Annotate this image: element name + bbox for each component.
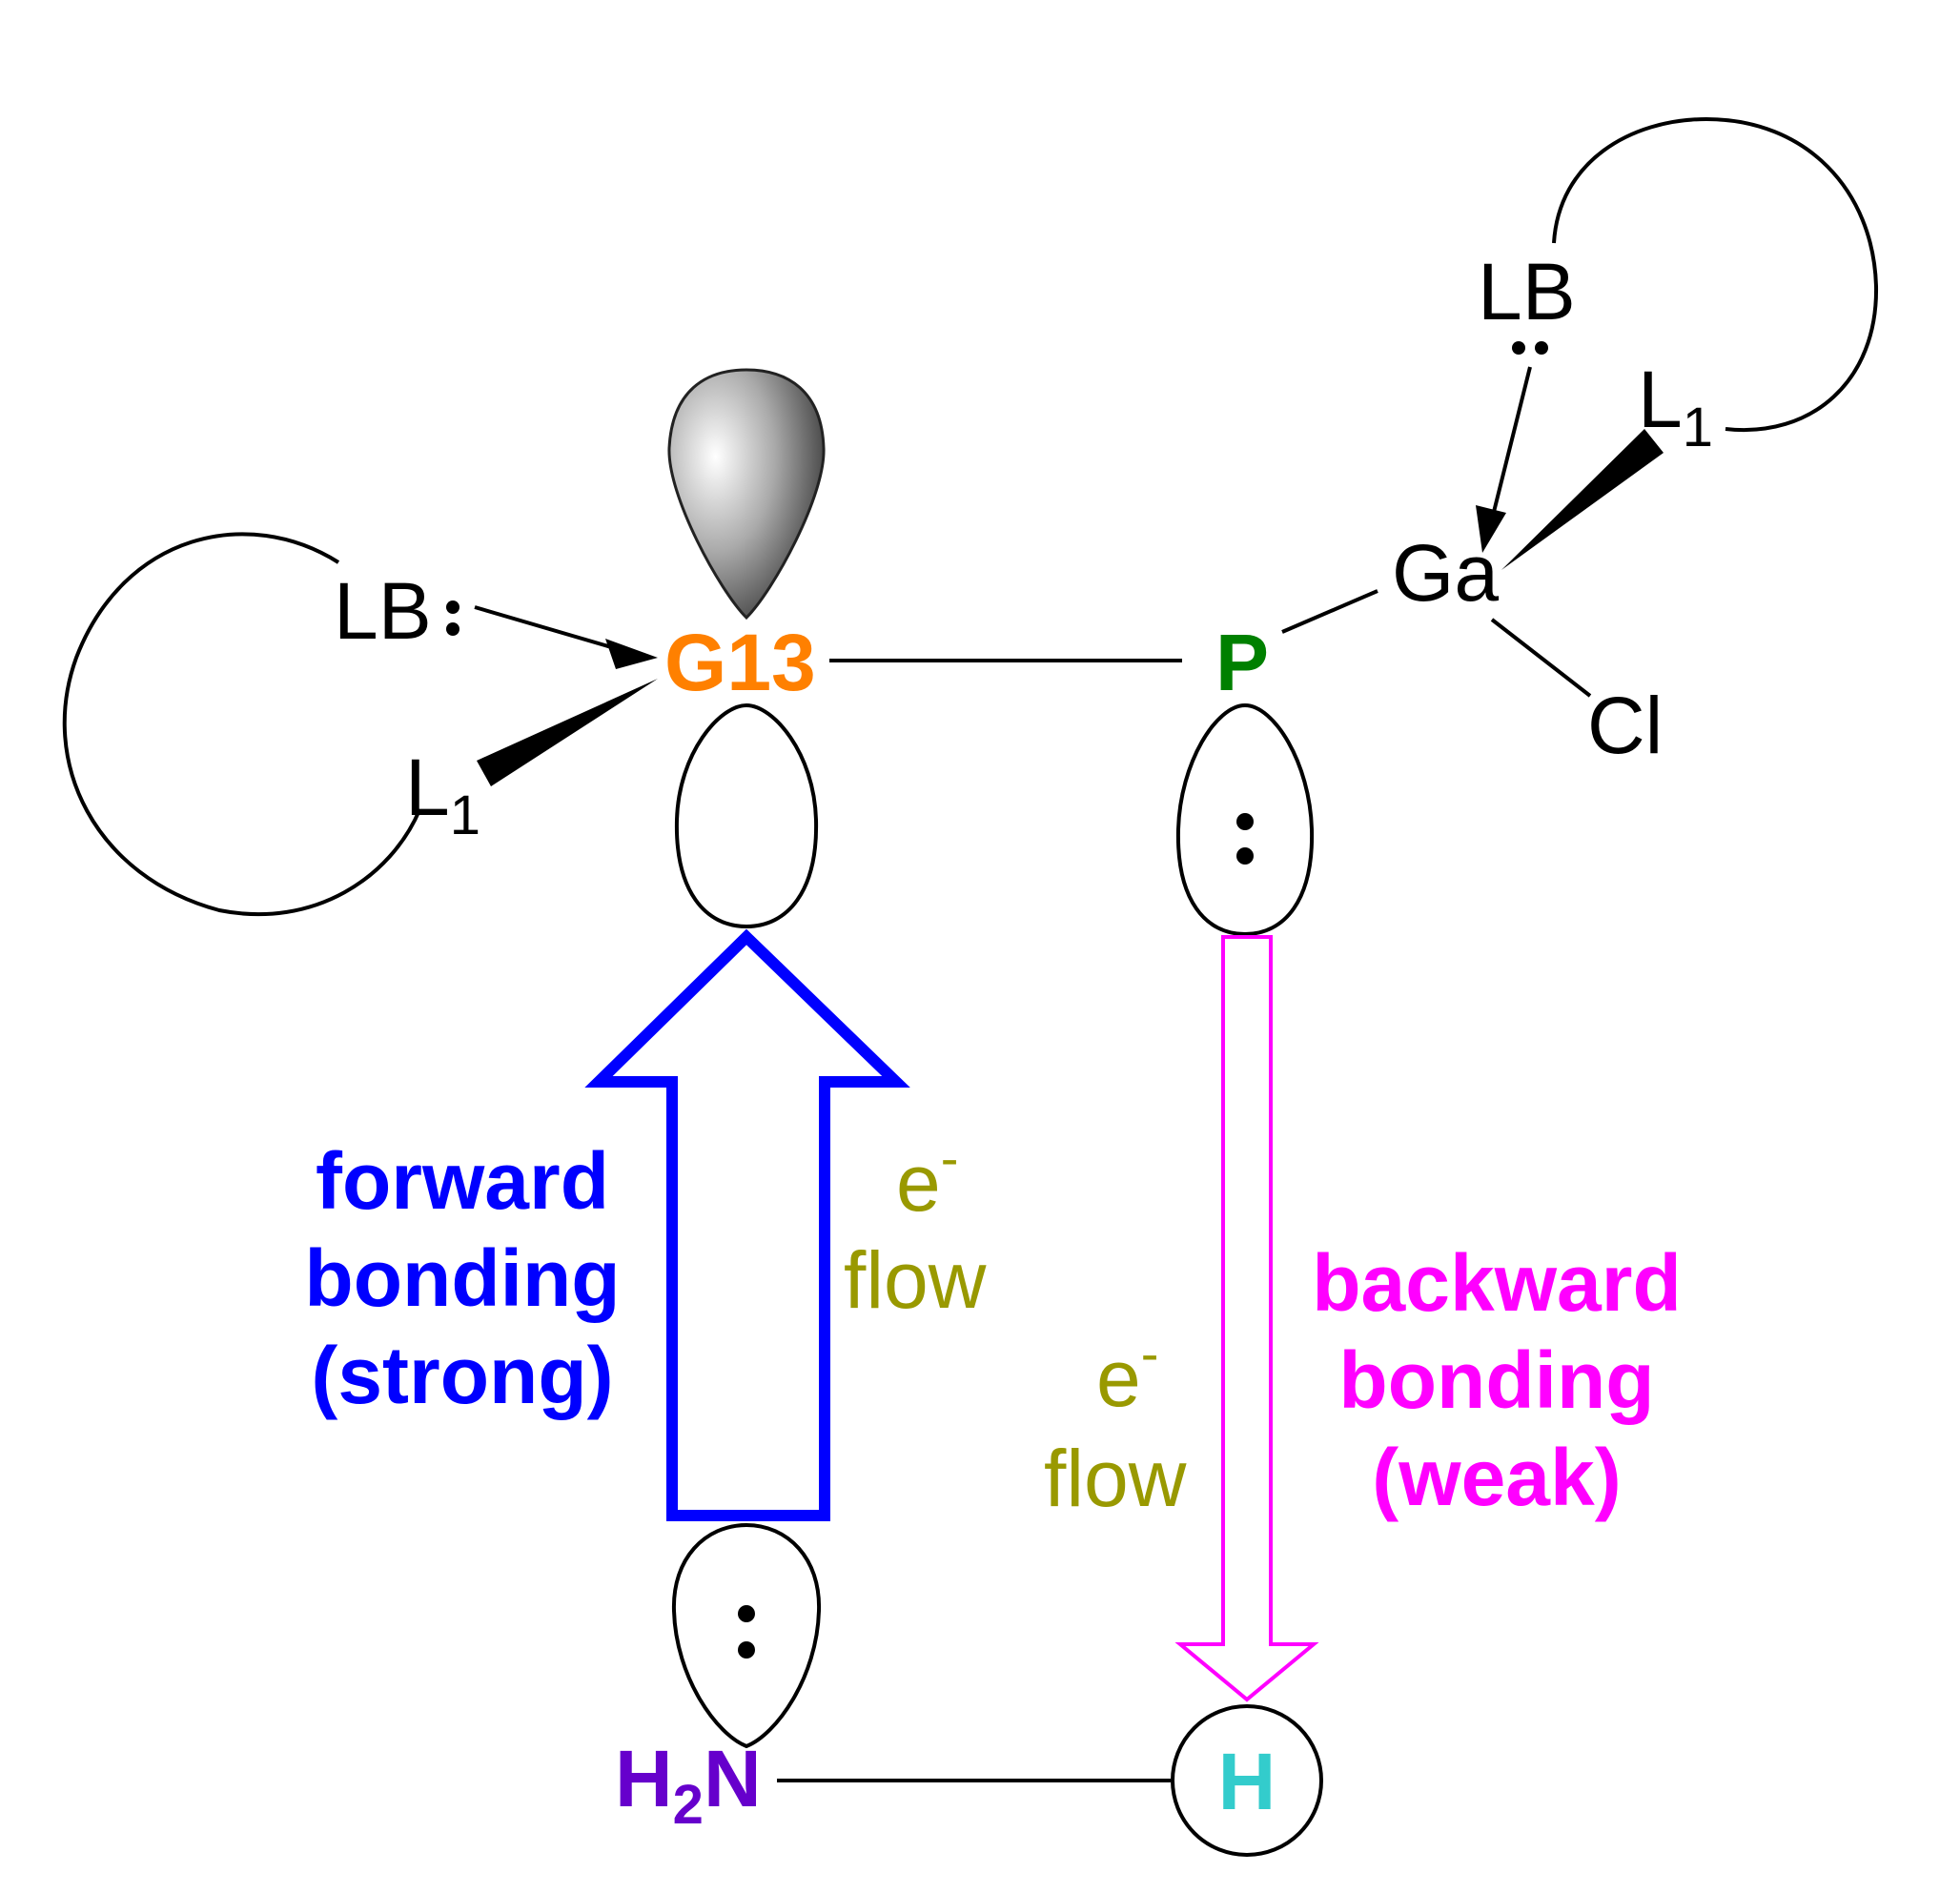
- l1-right-label: L1: [1638, 355, 1713, 458]
- lb-right-arrowhead: [1476, 505, 1506, 553]
- right-ligand-ring: [1552, 116, 1879, 433]
- lb-left-label: LB: [334, 566, 432, 656]
- l1-left-label: L1: [405, 743, 480, 846]
- lb-right-label: LB: [1478, 247, 1576, 336]
- g13-filled-lobe: [667, 368, 826, 621]
- backward-bonding-arrow: [1174, 935, 1319, 1702]
- h2n-lone-pair-dots: [738, 1605, 755, 1659]
- svg-text:e-: e-: [896, 1128, 958, 1228]
- svg-text:flow: flow: [844, 1235, 987, 1325]
- h-atom-circle: [1171, 1704, 1323, 1857]
- backward-bonding-label: backward bonding (weak): [1312, 1238, 1682, 1522]
- p-ga-bond: [1281, 589, 1378, 634]
- lb-right-dative-arrow: [1490, 366, 1532, 520]
- h-label: H: [1218, 1737, 1276, 1826]
- svg-text:forward: forward: [316, 1136, 609, 1226]
- svg-text:flow: flow: [1044, 1434, 1187, 1523]
- p-lone-pair-dots: [1236, 813, 1254, 865]
- forward-bonding-arrow: [584, 928, 910, 1521]
- eflow-right-label: e- flow: [1044, 1323, 1187, 1523]
- ga-cl-bond: [1490, 618, 1592, 698]
- left-ligand-ring: [62, 532, 421, 917]
- h2n-lone-pair-lobe: [671, 1522, 822, 1749]
- svg-text:e-: e-: [1096, 1323, 1158, 1423]
- lb-left-dative-arrow: [474, 605, 625, 653]
- l1-left-wedge: [477, 679, 658, 786]
- g13-empty-lobe: [674, 702, 819, 929]
- svg-text:bonding: bonding: [1338, 1335, 1654, 1425]
- svg-text:(strong): (strong): [311, 1331, 613, 1420]
- h2n-label: H2N: [615, 1734, 762, 1836]
- l1-right-wedge: [1501, 429, 1664, 570]
- g13-label: G13: [664, 618, 816, 707]
- lb-left-lone-pair: [446, 600, 459, 636]
- forward-bonding-label: forward bonding (strong): [304, 1136, 620, 1420]
- svg-text:(weak): (weak): [1372, 1433, 1621, 1522]
- lb-right-lone-pair: [1512, 341, 1548, 355]
- p-label: P: [1215, 618, 1269, 707]
- svg-text:backward: backward: [1312, 1238, 1682, 1328]
- lb-left-arrowhead: [605, 639, 658, 669]
- eflow-left-label: e- flow: [844, 1128, 987, 1325]
- cl-label: Cl: [1587, 681, 1663, 770]
- svg-text:bonding: bonding: [304, 1233, 620, 1323]
